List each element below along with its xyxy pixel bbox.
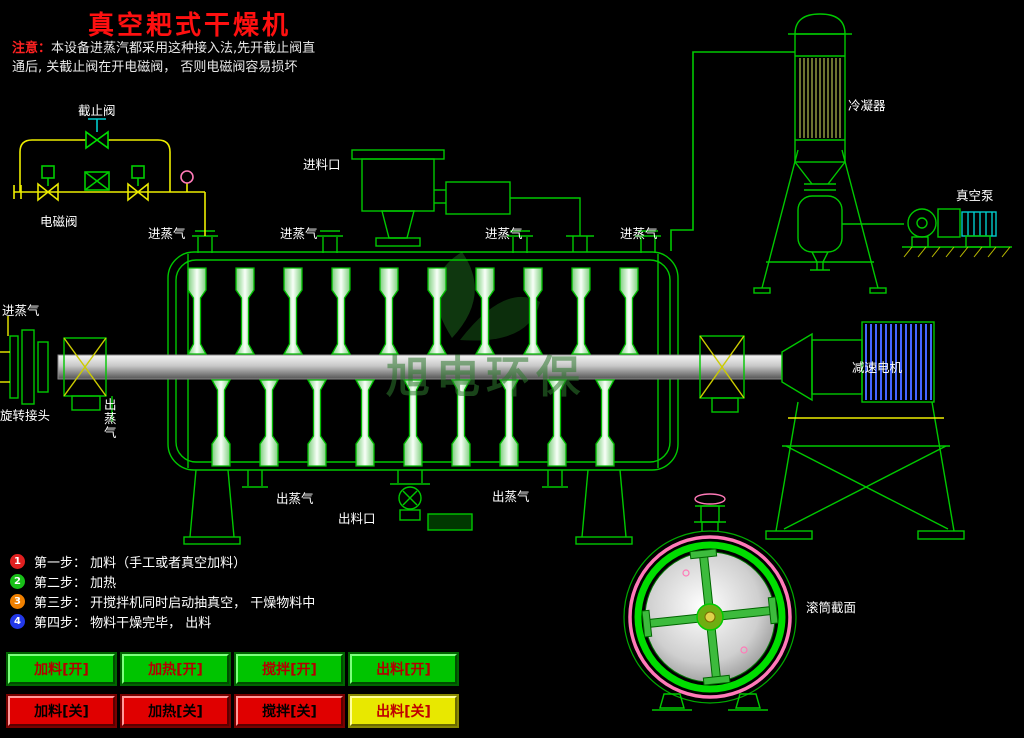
page-title: 真空耙式干燥机 bbox=[88, 11, 292, 41]
step-text-3: 第三步： 开搅拌机同时启动抽真空， 干燥物料中 bbox=[34, 595, 316, 611]
label-steam-out-vert: 出蒸气 bbox=[104, 397, 117, 440]
watermark-text: 旭电环保 bbox=[386, 352, 586, 403]
vessel-legs bbox=[183, 469, 633, 545]
heat-on-button[interactable]: 加热[开] bbox=[122, 654, 229, 684]
warning-prefix: 注意： bbox=[12, 41, 52, 56]
label-solenoid-valve: 电磁阀 bbox=[40, 214, 78, 229]
vacuum-pump-assembly bbox=[902, 208, 1012, 258]
steam-outlet-nozzles bbox=[242, 470, 568, 488]
drum-cross-section bbox=[623, 493, 797, 711]
step-item-1: 1 第一步： 加料（手工或者真空加料） bbox=[10, 551, 315, 571]
step-text-1: 第一步： 加料（手工或者真空加料） bbox=[34, 555, 247, 571]
warning-line2: 通后, 关截止阀在开电磁阀， 否则电磁阀容易损坏 bbox=[12, 60, 298, 75]
label-feed-inlet: 进料口 bbox=[303, 157, 341, 172]
step-text-4: 第四步： 物料干燥完毕， 出料 bbox=[34, 615, 212, 631]
step-item-3: 3 第三步： 开搅拌机同时启动抽真空， 干燥物料中 bbox=[10, 591, 315, 611]
label-steam-in-3: 进蒸气 bbox=[485, 226, 523, 241]
button-row-off: 加料[关] 加热[关] 搅拌[关] 出料[关] bbox=[8, 696, 457, 726]
stir-off-button[interactable]: 搅拌[关] bbox=[236, 696, 343, 726]
steam-inlet-nozzles bbox=[192, 230, 661, 253]
label-rotary-joint: 旋转接头 bbox=[0, 408, 51, 423]
solenoid-valve-icon bbox=[37, 182, 149, 202]
operation-steps: 1 第一步： 加料（手工或者真空加料） 2 第二步： 加热 3 第三步： 开搅拌… bbox=[10, 551, 315, 631]
label-steam-in-1: 进蒸气 bbox=[148, 226, 186, 241]
button-row-on: 加料[开] 加热[开] 搅拌[开] 出料[开] bbox=[8, 654, 457, 684]
gear-motor-assembly bbox=[699, 321, 965, 540]
shutoff-valve-icon bbox=[85, 130, 109, 150]
condenser-assembly bbox=[753, 13, 904, 294]
feed-off-button[interactable]: 加料[关] bbox=[8, 696, 115, 726]
discharge-assembly bbox=[390, 470, 473, 531]
feed-inlet-assembly bbox=[351, 149, 594, 252]
steam-valve-piping bbox=[13, 118, 206, 236]
label-gear-motor: 减速电机 bbox=[852, 360, 903, 375]
pressure-gauge-icon bbox=[180, 170, 194, 184]
warning-note: 注意：本设备进蒸汽都采用这种接入法,先开截止阀直 通后, 关截止阀在开电磁阀， … bbox=[12, 39, 315, 77]
label-condenser: 冷凝器 bbox=[848, 98, 886, 113]
heat-off-button[interactable]: 加热[关] bbox=[122, 696, 229, 726]
feed-on-button[interactable]: 加料[开] bbox=[8, 654, 115, 684]
label-discharge-port: 出料口 bbox=[338, 511, 376, 526]
discharge-on-button[interactable]: 出料[开] bbox=[350, 654, 457, 684]
step-item-2: 2 第二步： 加热 bbox=[10, 571, 315, 591]
label-steam-out-1: 出蒸气 bbox=[276, 491, 314, 506]
step-badge-1: 1 bbox=[10, 553, 25, 569]
label-shutoff-valve: 截止阀 bbox=[78, 103, 116, 118]
rotary-joint-assembly bbox=[0, 316, 113, 422]
stir-on-button[interactable]: 搅拌[开] bbox=[236, 654, 343, 684]
step-item-4: 4 第四步： 物料干燥完毕， 出料 bbox=[10, 611, 315, 631]
agitator-shaft bbox=[57, 354, 783, 380]
label-drum-section: 滚筒截面 bbox=[806, 600, 857, 615]
label-steam-in-2: 进蒸气 bbox=[280, 226, 318, 241]
label-vacuum-pump: 真空泵 bbox=[956, 188, 994, 203]
step-text-2: 第二步： 加热 bbox=[34, 575, 117, 591]
step-badge-3: 3 bbox=[10, 593, 25, 609]
step-badge-2: 2 bbox=[10, 573, 25, 589]
step-badge-4: 4 bbox=[10, 613, 25, 629]
label-steam-out-2: 出蒸气 bbox=[492, 489, 530, 504]
label-steam-in-4: 进蒸气 bbox=[620, 226, 658, 241]
discharge-off-button[interactable]: 出料[关] bbox=[350, 696, 457, 726]
label-steam-in-left: 进蒸气 bbox=[2, 303, 40, 318]
warning-line1: 本设备进蒸汽都采用这种接入法,先开截止阀直 bbox=[51, 41, 316, 56]
vapor-pipe bbox=[670, 51, 795, 251]
